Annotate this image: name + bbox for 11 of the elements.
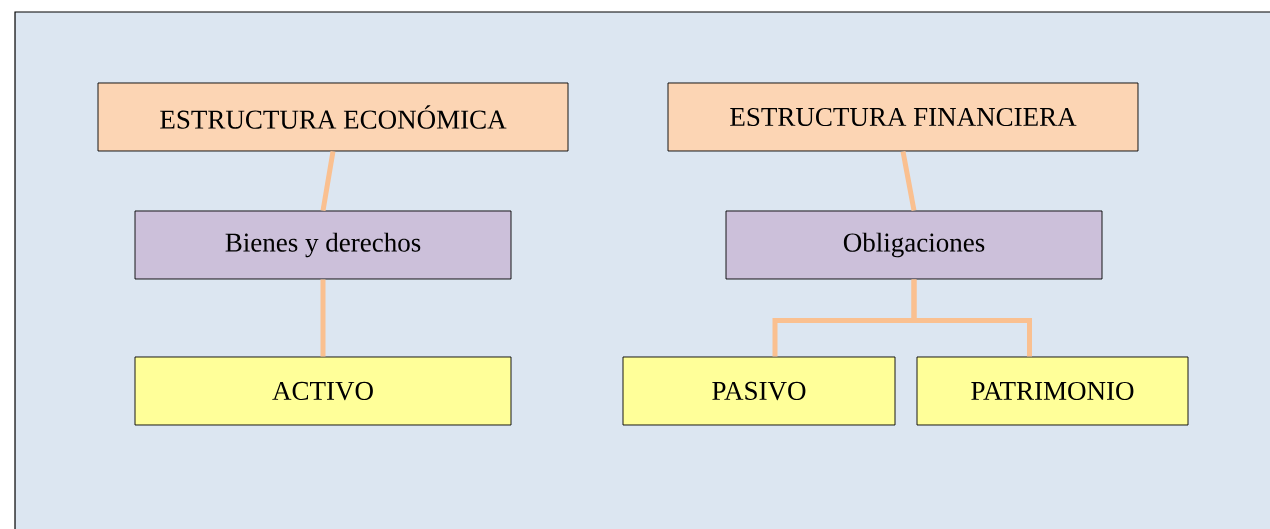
header-box: ESTRUCTURA FINANCIERA bbox=[667, 82, 1139, 152]
header-box: ESTRUCTURA ECONÓMICA bbox=[97, 82, 569, 152]
connector-line bbox=[911, 279, 1032, 357]
result-box: ACTIVO bbox=[134, 356, 512, 426]
result-box: PATRIMONIO bbox=[916, 356, 1189, 426]
category-box: Obligaciones bbox=[725, 210, 1103, 280]
connector-line bbox=[900, 151, 917, 211]
connector-line bbox=[320, 151, 336, 211]
connector-line bbox=[320, 279, 326, 357]
result-box: PASIVO bbox=[622, 356, 896, 426]
category-box: Bienes y derechos bbox=[134, 210, 512, 280]
